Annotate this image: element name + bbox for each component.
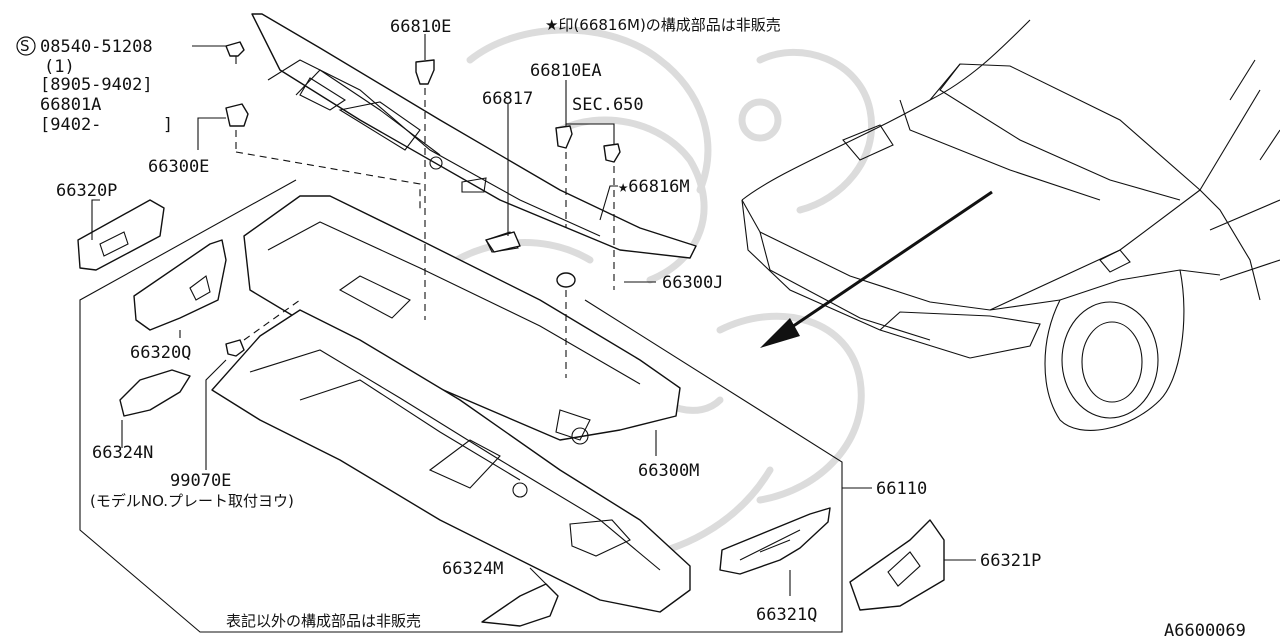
label-66300J[interactable]: 66300J xyxy=(662,273,723,293)
figure-code: A6600069 xyxy=(1164,621,1246,638)
label-66300E[interactable]: 66300E xyxy=(148,157,209,177)
clip-sec650[interactable] xyxy=(603,143,621,163)
label-66810EA[interactable]: 66810EA xyxy=(530,61,602,81)
label-sec650[interactable]: SEC.650 xyxy=(572,95,644,115)
bolt-date-range-1: [8905-9402] xyxy=(40,75,153,95)
cowl-top-panel-66300M[interactable] xyxy=(243,195,681,445)
bolt-date-range-2: [9402- ] xyxy=(40,115,173,135)
label-66110[interactable]: 66110 xyxy=(876,479,927,499)
rivet-99070E[interactable] xyxy=(225,339,245,357)
clip-66810EA[interactable] xyxy=(555,125,573,149)
bolt-callout: S 08540-51208 (1) [8905-9402] 66801A [94… xyxy=(16,36,173,135)
label-99070E-description: (モデルNO.プレート取付ヨウ) xyxy=(90,492,294,510)
dash-side-bracket-66320P[interactable] xyxy=(77,199,165,271)
label-66320P[interactable]: 66320P xyxy=(56,181,117,201)
cowl-side-panel-66321P[interactable] xyxy=(849,519,945,611)
bolt-part-number[interactable]: 08540-51208 xyxy=(40,37,153,57)
dash-side-bracket-66320Q[interactable] xyxy=(133,239,227,331)
pad-66817[interactable] xyxy=(485,231,521,253)
dashed-assembly-lines xyxy=(235,88,615,378)
dash-side-reinforcement-66324M[interactable] xyxy=(481,583,559,627)
cowl-side-panel-66321Q[interactable] xyxy=(719,507,831,575)
label-66320Q[interactable]: 66320Q xyxy=(130,343,191,363)
note-top: ★印(66816M)の構成部品は非販売 xyxy=(545,16,781,34)
bolt-part-08540-51208[interactable] xyxy=(225,41,245,64)
dash-side-reinforcement-66324N[interactable] xyxy=(119,369,191,417)
dash-panel-66110[interactable] xyxy=(211,309,691,613)
label-66321P[interactable]: 66321P xyxy=(980,551,1041,571)
location-arrow xyxy=(760,190,993,348)
bolt-quantity: (1) xyxy=(44,57,75,77)
assembly-outline-frame xyxy=(79,179,843,633)
label-66324M[interactable]: 66324M xyxy=(442,559,503,579)
label-66810E[interactable]: 66810E xyxy=(390,17,451,37)
label-leader-lines xyxy=(91,34,976,596)
cowl-top-grille-66816M[interactable] xyxy=(251,13,697,259)
label-99070E[interactable]: 99070E xyxy=(170,471,231,491)
bolt-symbol: S xyxy=(20,37,30,55)
grommet-66300J[interactable] xyxy=(556,272,576,288)
label-66817[interactable]: 66817 xyxy=(482,89,533,109)
label-66816M[interactable]: ★66816M xyxy=(618,177,690,197)
note-bottom: 表記以外の構成部品は非販売 xyxy=(226,612,421,630)
label-66300M[interactable]: 66300M xyxy=(638,461,699,481)
clip-66300E[interactable] xyxy=(225,103,249,127)
vehicle-location-illustration xyxy=(741,19,1280,431)
service-symbol-icon xyxy=(16,36,36,56)
clip-66810E[interactable] xyxy=(415,59,435,85)
label-66324N[interactable]: 66324N xyxy=(92,443,153,463)
label-66321Q[interactable]: 66321Q xyxy=(756,605,817,625)
bolt-alt-part-number[interactable]: 66801A xyxy=(40,95,101,115)
